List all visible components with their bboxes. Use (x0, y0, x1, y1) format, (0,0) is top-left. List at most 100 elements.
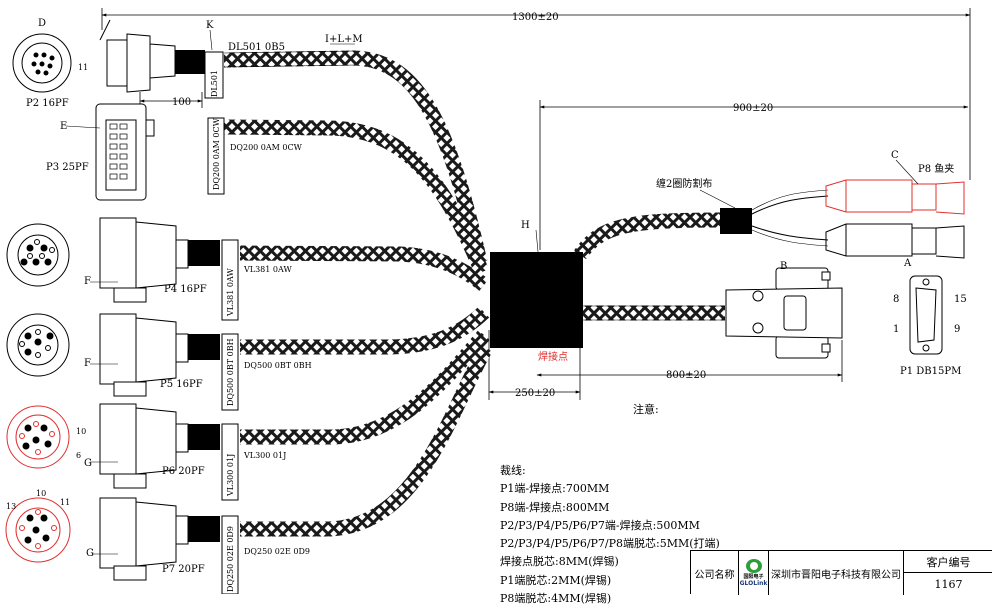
splice-label: 焊接点 (538, 350, 568, 363)
p5-sleeve-text: DQ500 0BT 0BH (226, 338, 235, 406)
p7-pin-face (5, 497, 71, 563)
connector-p5-label: P5 16PF (160, 379, 203, 390)
company-logo: 国阳电子 GLOLink (739, 551, 769, 595)
cable-outlines (223, 50, 725, 321)
callout-h: H (521, 220, 530, 231)
connector-p3-label: P3 25PF (46, 162, 89, 173)
callout-a: A (903, 258, 912, 269)
p5-pin-face (6, 313, 70, 377)
callout-ilm: I+L+M (325, 34, 363, 45)
callout-f2: F (84, 358, 91, 369)
p6-connector (99, 403, 189, 489)
braided-cables (223, 50, 725, 537)
notes-line: P8端-焊接点:800MM (500, 500, 610, 514)
cable-p8-main (573, 212, 721, 260)
dim-splice-label: 250±20 (515, 388, 555, 399)
cable-p7 (240, 344, 493, 537)
p2-pin-face (12, 33, 72, 93)
connector-p6-label: P6 20PF (162, 466, 205, 477)
dimension-p8 (539, 100, 969, 250)
p6-pin-10: 10 (76, 427, 86, 436)
connector-p1-label: P1 DB15PM (900, 366, 961, 377)
p6-shrink (188, 424, 220, 450)
wire-label-vl300: VL300 01J (243, 451, 286, 460)
callout-b: B (780, 261, 787, 272)
callout-c: C (891, 150, 899, 161)
callout-g2: G (86, 548, 94, 559)
connector-p4-label: P4 16PF (164, 284, 207, 295)
p2-sleeve-text: DL501 (210, 70, 219, 97)
p3-sleeve (207, 117, 225, 195)
p4-pin-face (6, 223, 70, 287)
p7-shrink (188, 516, 220, 542)
p4-shrink (188, 240, 220, 266)
cable-p6 (240, 330, 490, 445)
connector-p7-label: P7 20PF (162, 564, 205, 575)
p7-sleeve (221, 515, 239, 594)
wire-label-dq500: DQ500 0BT 0BH (244, 361, 312, 370)
dim-p2-boot-label: 100 (172, 97, 191, 108)
notes-line: P2/P3/P4/P5/P6/P7/P8端脱芯:5MM(打端) (500, 537, 720, 551)
p5-sleeve (221, 333, 239, 411)
p4-sleeve (221, 239, 239, 321)
p5-connector (99, 313, 189, 397)
p4-connector (99, 217, 189, 303)
wire-label-dl501: DL501 0B5 (228, 42, 285, 53)
callout-f1: F (84, 276, 91, 287)
title-block: 公司名称 国阳电子 GLOLink 深圳市晋阳电子科技有限公司 客户编号 116… (690, 550, 992, 595)
dimension-overall (101, 8, 971, 180)
p7-pin-11: 11 (60, 498, 70, 507)
dimension-p2-boot (139, 92, 203, 108)
customer-number: 1167 (934, 577, 963, 591)
cable-p4 (239, 245, 489, 291)
notice-title: 注意: (633, 403, 659, 416)
wiring-harness-drawing: 1300±20 900±20 800±20 250±20 100 焊接 (5, 8, 971, 594)
notes-line: 焊接点脱芯:8MM(焊锡) (500, 555, 619, 569)
cable-p2 (223, 50, 488, 264)
customer-label: 客户编号 (904, 551, 992, 573)
shrink-wrap (720, 208, 752, 234)
p1-db15-shell (725, 267, 843, 359)
p2-pin-d: D (38, 18, 46, 29)
p8-wires (751, 189, 829, 247)
connector-p2-label: P2 16PF (26, 98, 69, 109)
notes-title: 裁线: (500, 464, 526, 477)
p6-pin-face (6, 405, 70, 469)
db15-pin-1: 1 (893, 324, 899, 335)
p7-pin-10: 10 (36, 489, 46, 498)
cable-p5 (240, 306, 490, 355)
p2-sleeve (204, 51, 224, 99)
dim-p8-label: 900±20 (733, 103, 773, 114)
logo-cn: 国阳电子 (743, 574, 764, 580)
splice-block (490, 252, 583, 348)
p6-sleeve (221, 423, 239, 501)
logo-en: GLOLink (739, 580, 768, 587)
p8-clip-black (825, 223, 965, 259)
callout-e: E (60, 121, 67, 132)
company-name: 深圳市晋阳电子科技有限公司 (769, 551, 904, 595)
dim-p1-label: 800±20 (666, 370, 706, 381)
notes-line: P1端-焊接点:700MM (500, 482, 610, 496)
notes-line: P2/P3/P4/P5/P6/P7端-焊接点:500MM (500, 518, 700, 532)
p8-clip-red (825, 179, 965, 215)
p3-connector (95, 103, 155, 201)
db15-pin-15: 15 (954, 294, 967, 305)
p2-pin-11: 11 (78, 63, 88, 72)
p7-pin-13: 13 (6, 502, 16, 511)
notes-line: P1端脱芯:2MM(焊锡) (500, 573, 612, 587)
wire-label-dq200: DQ200 0AM 0CW (230, 143, 303, 152)
shrink-label: 缠2圈防割布 (656, 177, 712, 190)
p3-pins (109, 123, 128, 180)
cable-p3 (223, 119, 489, 275)
p2-connector (99, 19, 176, 93)
p6-pin-6: 6 (76, 451, 81, 460)
wire-label-vl381: VL381 0AW (243, 265, 292, 274)
db15-pin-8: 8 (893, 294, 899, 305)
wire-label-dq250: DQ250 02E 0D9 (244, 547, 310, 556)
logo-icon (745, 559, 762, 573)
p2-shrink (175, 50, 205, 74)
callout-g1: G (84, 458, 92, 469)
dimension-p1 (536, 340, 843, 382)
dim-overall-label: 1300±20 (512, 12, 559, 23)
cutting-notes: 裁线: P1端-焊接点:700MM P8端-焊接点:800MM P2/P3/P4… (500, 462, 720, 608)
